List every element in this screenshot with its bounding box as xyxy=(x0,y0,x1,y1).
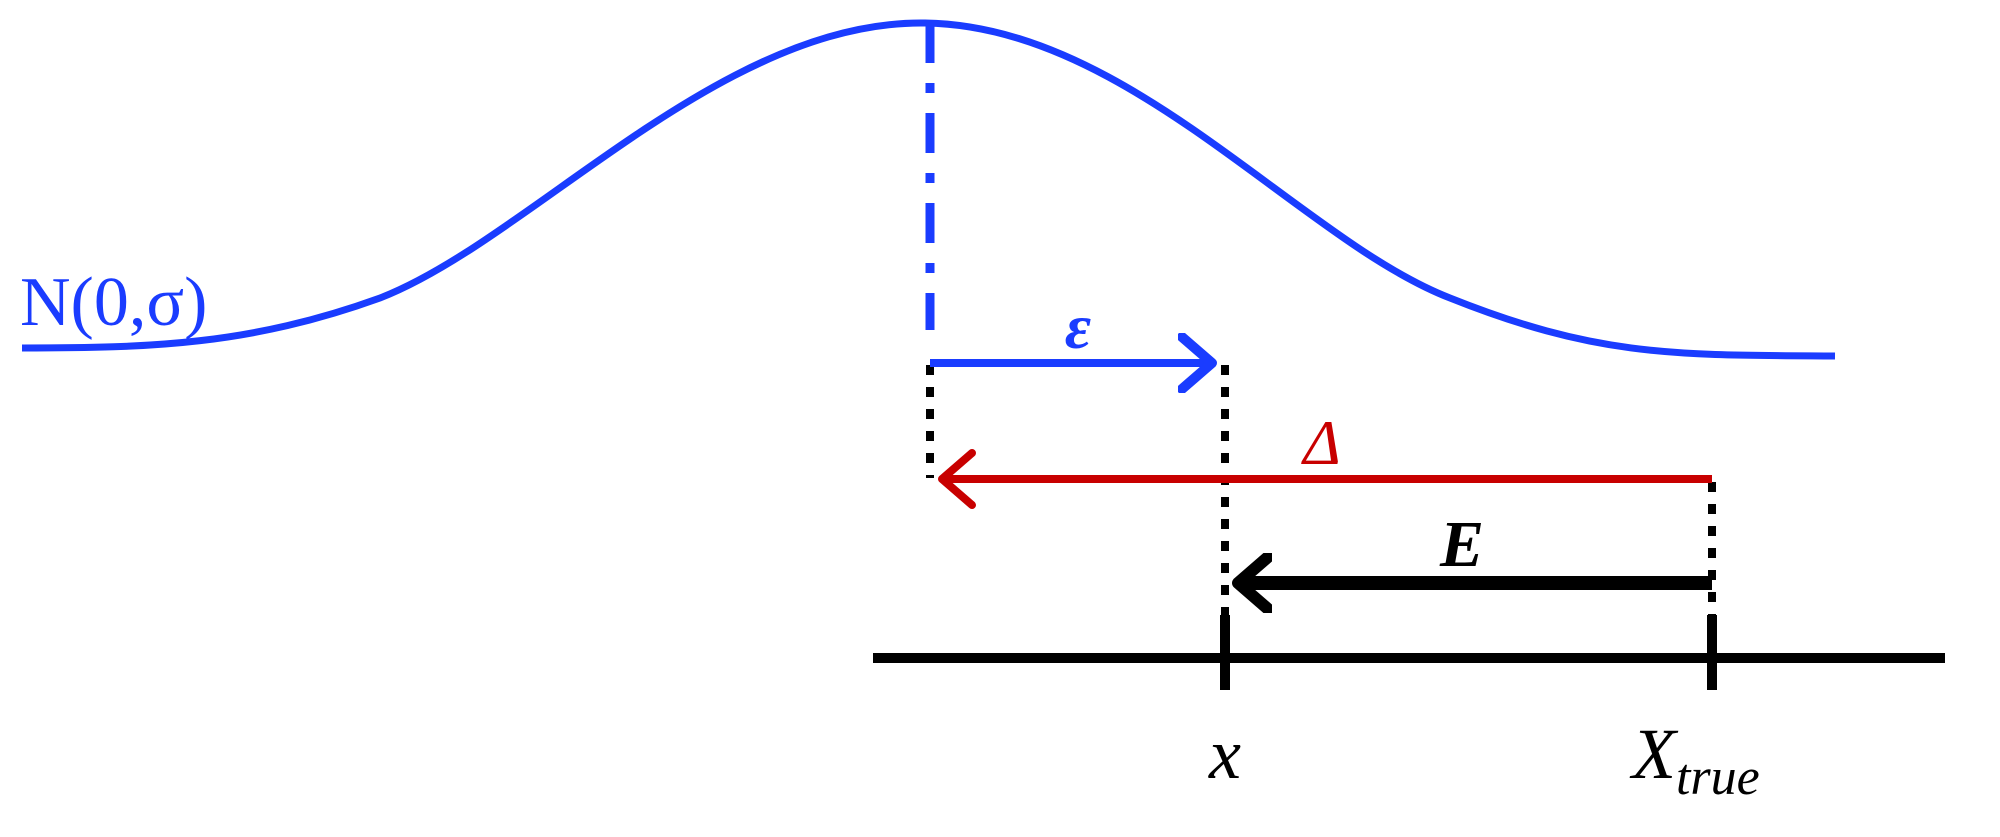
tick-label-true-subscript: true xyxy=(1676,749,1760,806)
error-label: E xyxy=(1439,508,1484,581)
tick-label-x: x xyxy=(1208,714,1241,794)
distribution-label: N(0,σ) xyxy=(20,264,207,341)
delta-label: Δ xyxy=(1300,407,1341,478)
epsilon-label: ε xyxy=(1065,291,1091,362)
tick-label-true: Xtrue xyxy=(1629,714,1760,806)
tick-label-true-main: X xyxy=(1629,714,1679,794)
gaussian-curve xyxy=(21,19,1836,360)
